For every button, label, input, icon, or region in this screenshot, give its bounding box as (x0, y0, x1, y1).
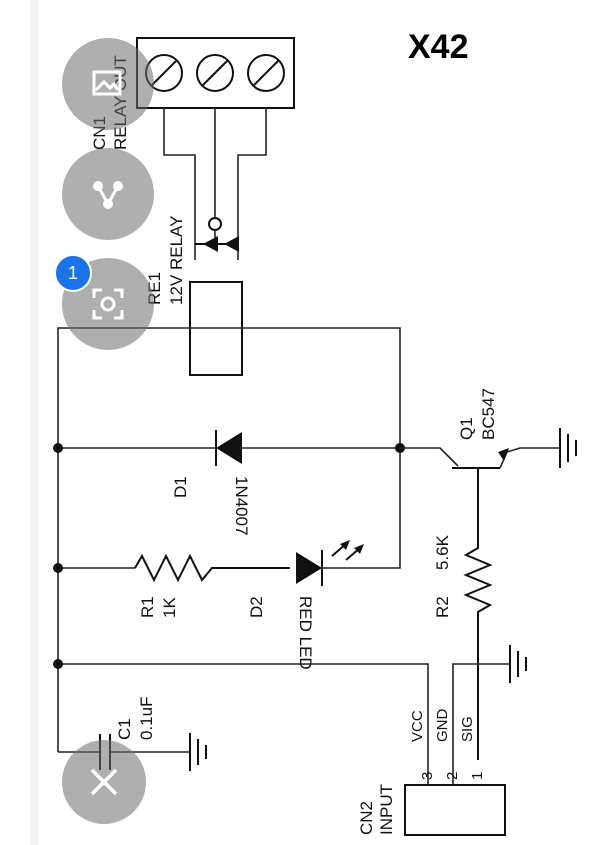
d2-ref-label: D2 (247, 596, 266, 618)
r1-ref-label: R1 (138, 596, 157, 618)
r1-value-label: 1K (160, 597, 179, 618)
cn2-pin-num-3: 3 (419, 772, 436, 780)
d1-diode (215, 430, 242, 466)
q1-value-label: BC547 (479, 388, 498, 440)
re1-name-label: 12V RELAY (167, 216, 186, 305)
r2-value-label: 5.6K (433, 534, 452, 570)
relay-contact-wires (163, 108, 267, 260)
r2-ref-label: R2 (433, 596, 452, 618)
c1-ref-label: C1 (115, 718, 134, 740)
cn2-pin-num-2: 2 (444, 772, 461, 780)
share-icon (93, 181, 123, 209)
lens-icon (92, 288, 124, 320)
image-search-button[interactable] (62, 38, 154, 130)
share-button[interactable] (62, 148, 154, 240)
cn2-pin-num-1: 1 (469, 772, 486, 780)
d1-ref-label: D1 (171, 476, 190, 498)
contact-arrow-right (224, 236, 239, 252)
c1-value-label: 0.1uF (137, 697, 156, 740)
cn2-ref-label: CN2 (357, 801, 376, 835)
close-icon (90, 768, 118, 796)
cn1-terminal-block (136, 37, 295, 109)
cn2-pin-name-sig: SIG (459, 716, 476, 742)
ground-symbol-input (452, 645, 527, 785)
close-button[interactable] (62, 740, 146, 824)
diagram-title: X42 (408, 28, 469, 66)
cn2-pin-name-gnd: GND (434, 709, 451, 743)
notification-badge: 1 (54, 254, 92, 292)
d1-value-label: 1N4007 (232, 476, 251, 536)
r2-resistor (463, 530, 493, 760)
contact-arrow-left (203, 236, 218, 252)
q1-ref-label: Q1 (457, 417, 476, 440)
r1-resistor (134, 553, 290, 583)
ground-symbol-q1 (559, 428, 577, 468)
q1-transistor (400, 447, 560, 530)
image-search-icon (92, 70, 122, 96)
left-edge-strip (30, 0, 38, 845)
cn2-name-label: INPUT (377, 784, 396, 835)
supply-rail (53, 327, 429, 785)
cn2-pin-name-vcc: VCC (409, 710, 426, 742)
d2-value-label: RED LED (296, 596, 315, 670)
cn2-connector (404, 784, 506, 836)
d2-led (296, 540, 385, 586)
